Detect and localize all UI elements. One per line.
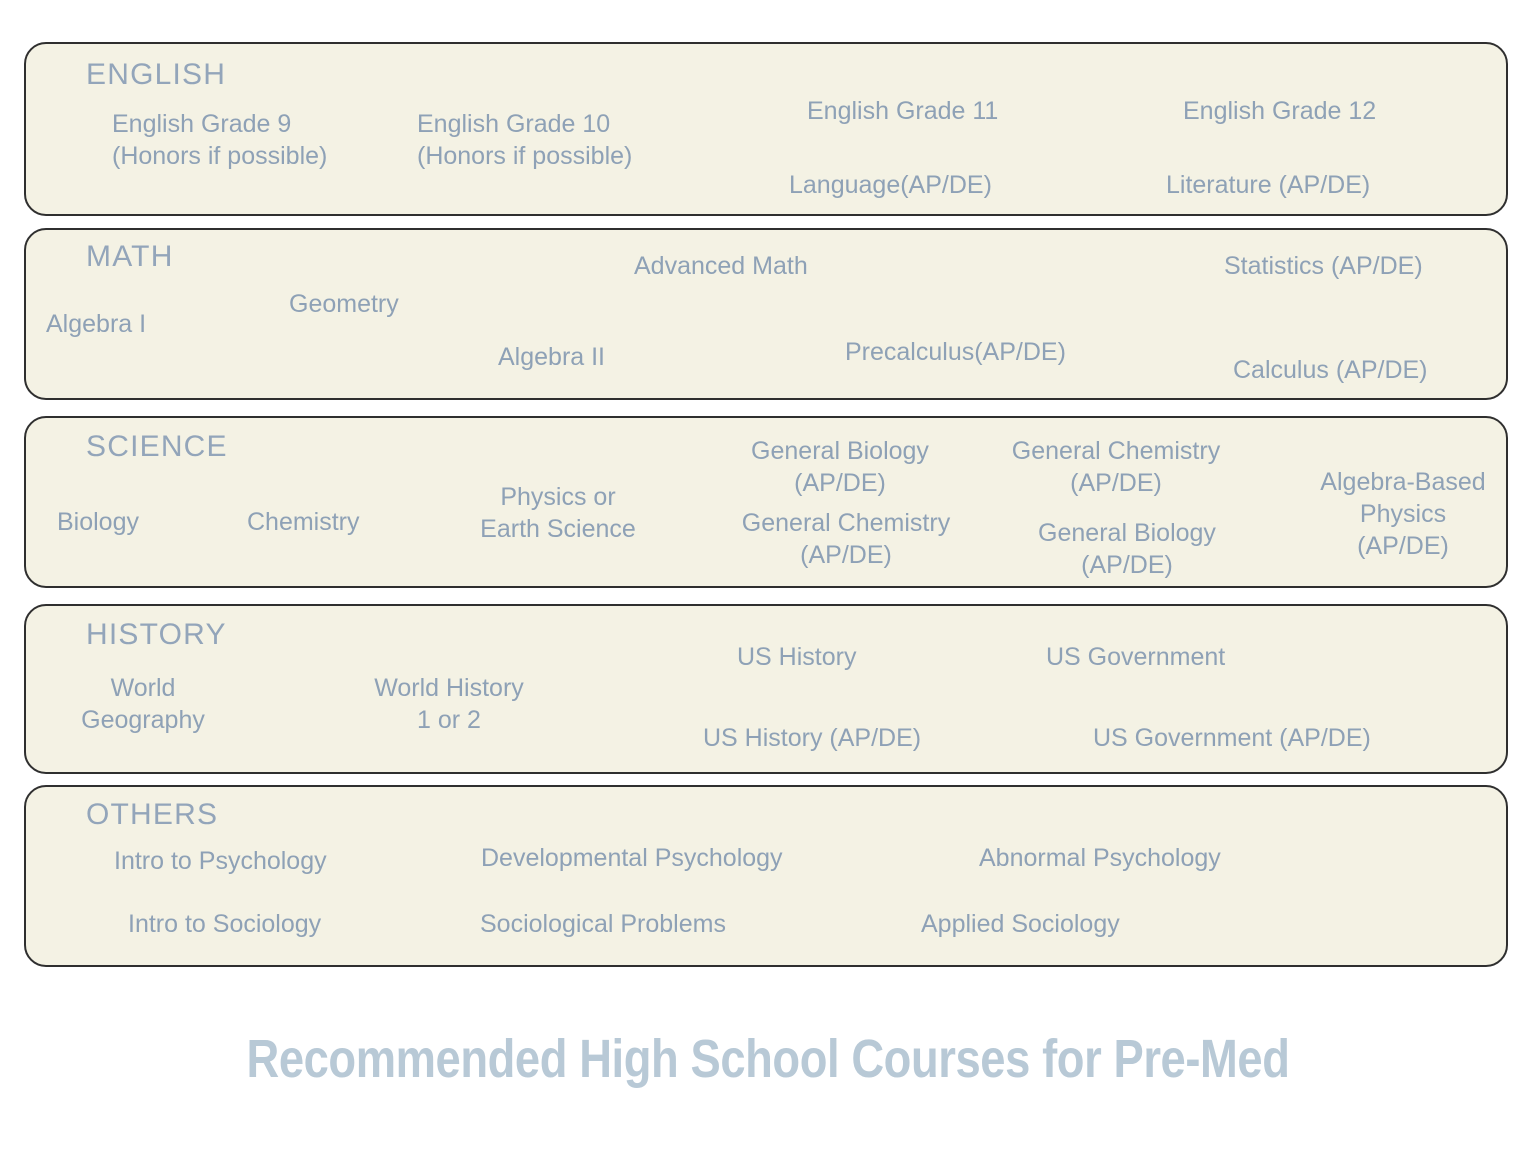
node-us-history-ap-de: US History (AP/DE) bbox=[703, 722, 921, 754]
node-abnormal-psychology: Abnormal Psychology bbox=[979, 842, 1221, 874]
node-general-chemistry-ap-de-2: General Chemistry (AP/DE) bbox=[742, 507, 950, 571]
section-box-science bbox=[24, 416, 1508, 588]
node-algebra-based-physics-ap-de: Algebra-Based Physics (AP/DE) bbox=[1320, 466, 1485, 562]
node-general-biology-ap-de-2: General Biology (AP/DE) bbox=[1038, 517, 1216, 581]
section-box-english bbox=[24, 42, 1508, 216]
node-line: Statistics (AP/DE) bbox=[1224, 252, 1423, 280]
node-advanced-math: Advanced Math bbox=[634, 250, 808, 282]
node-line: Applied Sociology bbox=[921, 910, 1120, 938]
node-developmental-psychology: Developmental Psychology bbox=[481, 842, 783, 874]
node-line: Geography bbox=[81, 706, 205, 734]
node-line: Chemistry bbox=[247, 508, 360, 536]
node-general-biology-ap-de-1: General Biology (AP/DE) bbox=[751, 435, 929, 499]
section-title-others: OTHERS bbox=[86, 798, 219, 831]
node-line: General Biology bbox=[751, 437, 929, 465]
node-english-grade-9: English Grade 9 (Honors if possible) bbox=[112, 108, 327, 172]
page-title: Recommended High School Courses for Pre-… bbox=[246, 1029, 1290, 1089]
node-line: Physics or bbox=[500, 483, 616, 511]
node-physics-or-earth-science: Physics or Earth Science bbox=[480, 481, 636, 545]
node-line: World History bbox=[374, 674, 524, 702]
node-line: 1 or 2 bbox=[417, 706, 481, 734]
section-title-math: MATH bbox=[86, 240, 174, 273]
node-line: English Grade 9 bbox=[112, 110, 292, 138]
node-english-grade-11: English Grade 11 bbox=[807, 95, 998, 127]
node-chemistry: Chemistry bbox=[247, 506, 360, 538]
node-line: World bbox=[110, 674, 176, 702]
node-line: (AP/DE) bbox=[1081, 551, 1173, 579]
node-line: US History bbox=[737, 643, 857, 671]
node-geometry: Geometry bbox=[289, 288, 399, 320]
node-precalculus-ap-de: Precalculus(AP/DE) bbox=[845, 336, 1066, 368]
node-line: Physics bbox=[1359, 500, 1447, 528]
node-line: Geometry bbox=[289, 290, 399, 318]
node-line: Intro to Psychology bbox=[114, 847, 327, 875]
section-box-history bbox=[24, 604, 1508, 774]
node-line: Abnormal Psychology bbox=[979, 844, 1221, 872]
node-calculus-ap-de: Calculus (AP/DE) bbox=[1233, 354, 1428, 386]
node-line: Language(AP/DE) bbox=[789, 171, 992, 199]
node-line: Literature (AP/DE) bbox=[1166, 171, 1371, 199]
node-line: US History (AP/DE) bbox=[703, 724, 922, 752]
node-line: General Chemistry bbox=[1011, 437, 1221, 465]
node-literature-ap-de: Literature (AP/DE) bbox=[1166, 169, 1370, 201]
node-line: General Biology bbox=[1038, 519, 1216, 547]
node-line: (AP/DE) bbox=[794, 469, 886, 497]
node-line: Intro to Sociology bbox=[128, 910, 322, 938]
node-line: Earth Science bbox=[480, 515, 636, 543]
node-statistics-ap-de: Statistics (AP/DE) bbox=[1224, 250, 1423, 282]
node-line: (AP/DE) bbox=[800, 541, 892, 569]
section-box-others bbox=[24, 785, 1508, 967]
node-line: Precalculus(AP/DE) bbox=[845, 338, 1066, 366]
node-language-ap-de: Language(AP/DE) bbox=[789, 169, 992, 201]
node-line: (Honors if possible) bbox=[417, 142, 633, 170]
node-line: (Honors if possible) bbox=[112, 142, 328, 170]
node-line: Algebra II bbox=[498, 343, 606, 371]
node-line: Advanced Math bbox=[634, 252, 808, 280]
node-line: Algebra I bbox=[46, 310, 147, 338]
node-line: English Grade 10 bbox=[417, 110, 611, 138]
node-line: General Chemistry bbox=[741, 509, 951, 537]
section-title-science: SCIENCE bbox=[86, 430, 228, 463]
node-line: Algebra-Based bbox=[1320, 468, 1486, 496]
node-world-history-1-or-2: World History 1 or 2 bbox=[374, 672, 524, 736]
node-us-history: US History bbox=[737, 641, 856, 673]
node-line: Calculus (AP/DE) bbox=[1233, 356, 1428, 384]
section-title-history: HISTORY bbox=[86, 618, 227, 651]
node-line: English Grade 11 bbox=[807, 97, 999, 125]
node-line: US Government bbox=[1046, 643, 1226, 671]
node-line: (AP/DE) bbox=[1357, 532, 1449, 560]
node-intro-to-psychology: Intro to Psychology bbox=[114, 845, 327, 877]
section-box-math bbox=[24, 228, 1508, 400]
node-intro-to-sociology: Intro to Sociology bbox=[128, 908, 321, 940]
node-algebra-1: Algebra I bbox=[46, 308, 146, 340]
node-line: Developmental Psychology bbox=[481, 844, 783, 872]
node-us-government: US Government bbox=[1046, 641, 1225, 673]
node-english-grade-10: English Grade 10 (Honors if possible) bbox=[417, 108, 632, 172]
node-applied-sociology: Applied Sociology bbox=[921, 908, 1120, 940]
node-biology: Biology bbox=[57, 506, 139, 538]
node-line: English Grade 12 bbox=[1183, 97, 1377, 125]
node-sociological-problems: Sociological Problems bbox=[480, 908, 726, 940]
node-line: Biology bbox=[57, 508, 139, 536]
node-world-geography: World Geography bbox=[81, 672, 205, 736]
node-algebra-2: Algebra II bbox=[498, 341, 605, 373]
node-general-chemistry-ap-de-1: General Chemistry (AP/DE) bbox=[1012, 435, 1220, 499]
section-title-english: ENGLISH bbox=[86, 58, 227, 91]
node-english-grade-12: English Grade 12 bbox=[1183, 95, 1376, 127]
node-us-government-ap-de: US Government (AP/DE) bbox=[1093, 722, 1371, 754]
node-line: (AP/DE) bbox=[1070, 469, 1162, 497]
node-line: Sociological Problems bbox=[480, 910, 726, 938]
node-line: US Government (AP/DE) bbox=[1093, 724, 1371, 752]
